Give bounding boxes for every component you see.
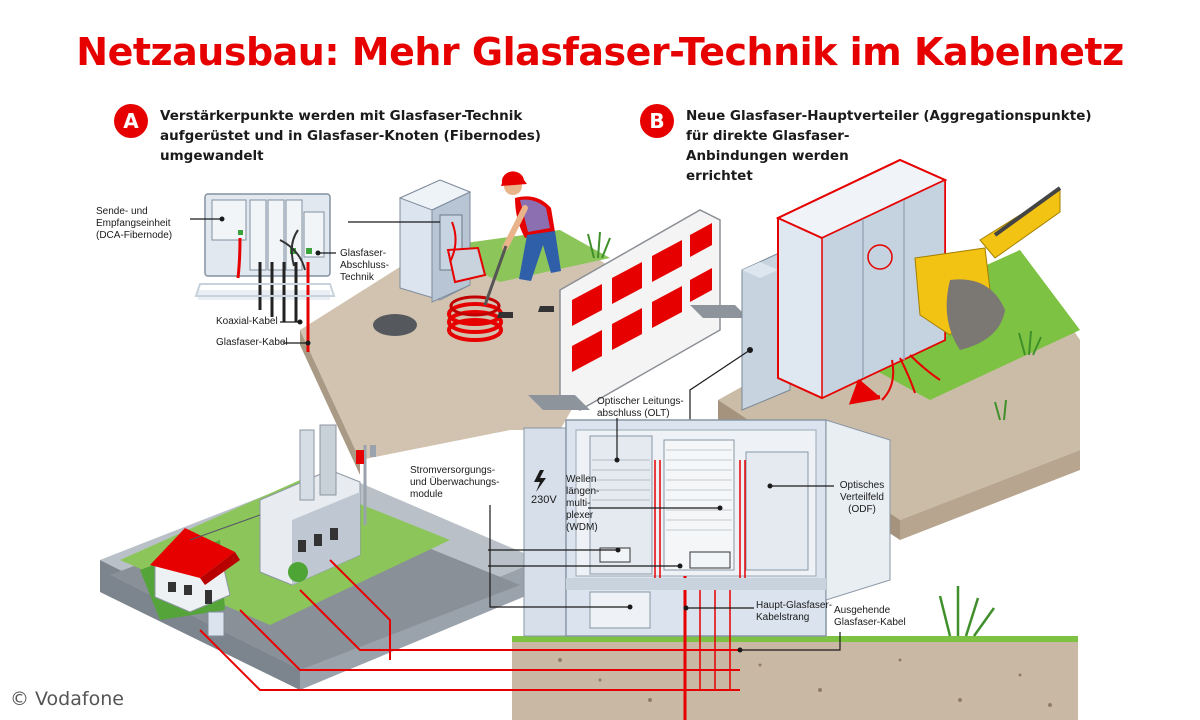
section-b-line-1: Neue Glasfaser-Hauptverteiler (Aggregati… xyxy=(686,108,1092,124)
label-voltage: 230V xyxy=(531,494,557,506)
worker xyxy=(483,171,561,318)
grass-tuft-c xyxy=(938,586,996,637)
grass-tuft-b xyxy=(994,330,1042,421)
aggregation-cabinet xyxy=(741,158,948,411)
excavator xyxy=(914,186,1062,350)
label-stromversorgung: Stromversorgungs- und Überwachungs- modu… xyxy=(410,465,500,500)
manhole xyxy=(373,314,417,336)
badge-b: B xyxy=(640,104,674,138)
section-a-line-2: aufgerüstet und in Glasfaser-Knoten (Fib… xyxy=(160,128,541,144)
leader-lines-central xyxy=(488,418,841,651)
section-a-text: Verstärkerpunkte werden mit Glasfaser-Te… xyxy=(160,106,541,166)
street-cabinet-a xyxy=(398,179,487,303)
leader-line-b xyxy=(689,349,751,420)
fibernode-box xyxy=(194,193,336,352)
label-haupt-kabelstrang: Haupt-Glasfaser- Kabelstrang xyxy=(756,600,833,623)
page-title: Netzausbau: Mehr Glasfaser-Technik im Ka… xyxy=(76,30,1124,74)
section-b-text: Neue Glasfaser-Hauptverteiler (Aggregati… xyxy=(686,106,1092,186)
grass-tuft-a xyxy=(587,231,611,259)
label-wdm: Wellen längen- multi- plexer (WDM) xyxy=(566,474,600,533)
section-b-line-4: errichtet xyxy=(686,168,753,184)
fiber-routes xyxy=(199,559,740,691)
section-a-line-1: Verstärkerpunkte werden mit Glasfaser-Te… xyxy=(160,108,523,124)
central-cabinet xyxy=(523,419,891,720)
label-abschluss-technik: Glasfaser- Abschluss- Technik xyxy=(340,248,389,283)
city-block xyxy=(100,424,540,690)
section-b-line-3: Anbindungen werden xyxy=(686,148,849,164)
label-olt: Optischer Leitungs- abschluss (OLT) xyxy=(597,396,684,419)
badge-a: A xyxy=(114,104,148,138)
copyright: © Vodafone xyxy=(10,688,124,710)
barrier-fence xyxy=(528,209,748,411)
ground-section xyxy=(512,636,1078,720)
label-koaxial-kabel: Koaxial-Kabel xyxy=(216,316,278,327)
leader-lines-a xyxy=(190,218,440,344)
section-b-line-2: für direkte Glasfaser- xyxy=(686,128,850,144)
power-bolt-icon xyxy=(534,470,546,492)
label-odf: Optisches Verteilfeld (ODF) xyxy=(839,480,885,515)
label-glasfaser-kabel: Glasfaser-Kabel xyxy=(216,337,288,348)
section-a-line-3: umgewandelt xyxy=(160,148,264,164)
label-sende-empfang: Sende- und Empfangseinheit (DCA-Fibernod… xyxy=(96,206,173,241)
label-ausgehende-kabel: Ausgehende Glasfaser-Kabel xyxy=(834,605,906,628)
